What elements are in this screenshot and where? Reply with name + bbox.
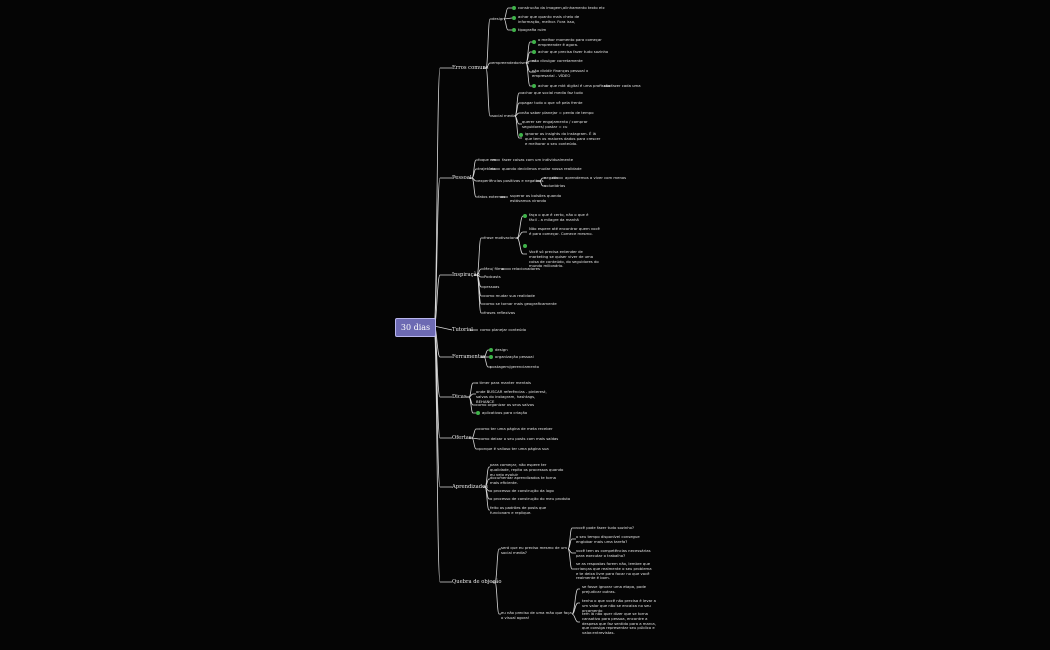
check-icon bbox=[489, 355, 493, 359]
branch-erros-comuns[interactable]: Erros comuns bbox=[452, 65, 489, 71]
branch-pessoal[interactable]: Pessoal bbox=[452, 175, 472, 181]
node-dica-3[interactable]: como organizar os seus salvos bbox=[476, 402, 535, 407]
check-icon bbox=[523, 244, 527, 248]
node-meu-filme[interactable]: Meu/ filme bbox=[484, 266, 504, 271]
node-objecao-2-item-3[interactable]: tem lá não quer dizer que se torna cansa… bbox=[582, 611, 656, 636]
check-icon bbox=[512, 28, 516, 32]
node-design[interactable]: design bbox=[492, 16, 505, 21]
node-emp-item-5-child[interactable]: fazer cada uma bbox=[611, 83, 641, 88]
branch-inspiracao[interactable]: Inspiração bbox=[452, 272, 480, 278]
branch-quebra-objecao[interactable]: Quebra de objeção bbox=[452, 579, 502, 585]
node-pessoal-1-child[interactable]: fazer coisas com um individualmente bbox=[502, 157, 574, 162]
check-icon bbox=[532, 50, 536, 54]
node-aprendizado-5[interactable]: feito os padrões de posts que funcionam … bbox=[490, 505, 547, 515]
node-social-item-3[interactable]: não saber planejar = perda de tempo bbox=[522, 110, 594, 115]
node-frase-2[interactable]: Não espere até encontrar quem você é par… bbox=[529, 226, 600, 236]
node-objecao-2[interactable]: eu não preciso de uma mão que faça o vis… bbox=[501, 610, 572, 620]
root-node[interactable]: 30 dias bbox=[395, 318, 436, 337]
node-pessoal-3[interactable]: experiências positivas e negativas bbox=[478, 178, 544, 183]
node-design-item-2[interactable]: achar que quanto mais cheio de informaçã… bbox=[518, 14, 580, 24]
node-pessoal-2[interactable]: trajetória bbox=[478, 166, 496, 171]
branch-tutorial[interactable]: Tutorial bbox=[452, 327, 473, 333]
node-frase-3[interactable]: Você só precisa entender de marketing se… bbox=[529, 249, 599, 269]
check-icon bbox=[532, 40, 536, 44]
node-objecao-1-item-2[interactable]: o seu tempo disponível consegue englobar… bbox=[576, 534, 640, 544]
node-objecao-1[interactable]: será que eu preciso mesmo de um social m… bbox=[501, 545, 567, 555]
node-oferta-1[interactable]: como ter uma página de meta receber bbox=[479, 426, 553, 431]
node-objecao-1-item-1[interactable]: você pode fazer tudo sozinho? bbox=[576, 525, 634, 530]
node-social-item-1[interactable]: achar que social media faz tudo bbox=[522, 90, 583, 95]
node-pessoal-1[interactable]: foque em bbox=[478, 157, 497, 162]
node-emp-item-1[interactable]: o melhor momento para começar empreender… bbox=[538, 37, 602, 47]
node-oferta-3[interactable]: porque é valioso ter uma página sua bbox=[479, 446, 549, 451]
node-design-item-1[interactable]: construcão da imagem,alinhamento texto e… bbox=[518, 5, 605, 10]
node-meu-filme-child[interactable]: relacionadores bbox=[512, 266, 540, 271]
node-ferramenta-postagem[interactable]: postagem/gerenciamento bbox=[490, 364, 539, 369]
node-emp-item-5[interactable]: achar que mkt digital é uma profissão bbox=[538, 83, 611, 88]
node-aprendizado-2[interactable]: documentar aprendizados te torna mais ef… bbox=[490, 475, 556, 485]
node-frase-motivacional[interactable]: frase motivacional bbox=[484, 235, 520, 240]
node-emp-item-3[interactable]: não divulgar corretamente bbox=[532, 58, 583, 63]
node-social-media[interactable]: social media bbox=[492, 113, 516, 118]
node-design-item-3[interactable]: tipografia ruim bbox=[518, 27, 547, 32]
node-emp-item-2[interactable]: achar que precisa fazer tudo sozinho bbox=[538, 49, 609, 54]
check-icon bbox=[476, 411, 480, 415]
node-empreendedorismo[interactable]: empreendedorismo bbox=[492, 60, 530, 65]
node-emp-item-4[interactable]: não dividir finanças pessoal x empresari… bbox=[532, 68, 589, 78]
node-pessoal-2-child[interactable]: quando decidimos mudar nossa realidade bbox=[502, 166, 582, 171]
check-icon bbox=[519, 133, 523, 137]
branch-ofertas[interactable]: Ofertas bbox=[452, 435, 472, 441]
branch-dicas[interactable]: Dicas bbox=[452, 394, 467, 400]
node-oferta-2[interactable]: como deixar o seu posts com mais saídas bbox=[479, 436, 559, 441]
node-ferramenta-organizacao[interactable]: organização pessoal bbox=[495, 354, 534, 359]
node-social-item-2[interactable]: pagar tudo o que vê pela frente bbox=[522, 100, 583, 105]
branch-aprendizados[interactable]: Aprendizados bbox=[452, 484, 488, 490]
node-tornar[interactable]: como se tornar mais geograficamente bbox=[484, 301, 557, 306]
node-aprendizado-1[interactable]: para começar, não espere ter qualidade, … bbox=[490, 462, 564, 477]
node-frase-1[interactable]: faça o que é certo, não o que é fácil - … bbox=[529, 212, 589, 222]
node-objecao-2-item-2[interactable]: tenho o que você não precisa é levar a u… bbox=[582, 598, 657, 613]
node-frases-reflexivas[interactable]: frases reflexivas bbox=[484, 310, 516, 315]
node-objecao-2-item-1[interactable]: se fosse ignorar uma etapa, pode prejudi… bbox=[582, 584, 646, 594]
node-objecao-1-item-3[interactable]: você tem as competências necessárias par… bbox=[576, 548, 651, 558]
check-icon bbox=[523, 214, 527, 218]
check-icon bbox=[489, 348, 493, 352]
node-social-item-5[interactable]: ignorar os insights do Instagram. É lá q… bbox=[525, 131, 601, 146]
node-objecao-1-item-4[interactable]: se as respostas forem não, lembre que cr… bbox=[576, 561, 652, 581]
node-pessoal-4-child[interactable]: superar os bolsões quando estávamos vira… bbox=[510, 193, 562, 203]
node-pessoal-3-child-2[interactable]: voluntárias bbox=[544, 183, 566, 188]
node-mudar-realidade[interactable]: como mudar sua realidade bbox=[484, 293, 535, 298]
node-pessoal-3-child[interactable]: negativ bbox=[544, 175, 559, 180]
node-podcasts[interactable]: Podcasts bbox=[484, 274, 501, 279]
node-dica-2[interactable]: onde BUSCAR referências - pinterest, sal… bbox=[476, 389, 547, 404]
node-pessoas[interactable]: pessoas bbox=[484, 284, 500, 289]
check-icon bbox=[532, 84, 536, 88]
branch-ferramentas[interactable]: Ferramentas bbox=[452, 354, 486, 360]
node-ferramenta-design[interactable]: design bbox=[495, 347, 508, 352]
node-pessoal-3-grandchild[interactable]: aprendemos a viver com menos bbox=[565, 175, 627, 180]
node-dica-4[interactable]: aplicativos para criação bbox=[482, 410, 528, 415]
check-icon bbox=[512, 6, 516, 10]
node-social-item-4[interactable]: querer ser engajamento / comprar seguido… bbox=[522, 119, 588, 129]
node-dica-1[interactable]: o timer para manter mentais bbox=[476, 380, 532, 385]
node-pessoal-4[interactable]: fatos externos bbox=[478, 194, 506, 199]
node-aprendizado-4[interactable]: o processo de construção do meu produto bbox=[490, 496, 571, 501]
node-aprendizado-3[interactable]: o processo de construção da logo bbox=[490, 488, 554, 493]
node-tutorial-child[interactable]: como planejar conteúdo bbox=[480, 327, 527, 332]
check-icon bbox=[512, 16, 516, 20]
